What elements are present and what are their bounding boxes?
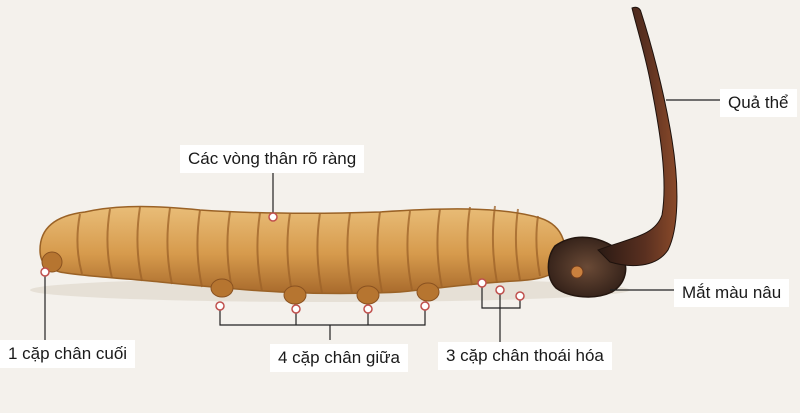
brown-eye-spot [570,265,584,279]
fruiting-body-stalk [597,6,678,267]
label-vestigial-legs: 3 cặp chân thoái hóa [438,342,612,370]
label-middle-legs: 4 cặp chân giữa [270,344,408,372]
label-fruiting-body: Quả thể [720,89,797,117]
marker-points [40,212,525,314]
label-body-rings: Các vòng thân rõ ràng [180,145,365,173]
larva-body [39,205,566,295]
label-last-legs: 1 cặp chân cuối [0,340,136,368]
label-brown-eye: Mắt màu nâu [674,279,790,307]
prolegs [41,251,440,305]
leader-lines [44,99,722,342]
